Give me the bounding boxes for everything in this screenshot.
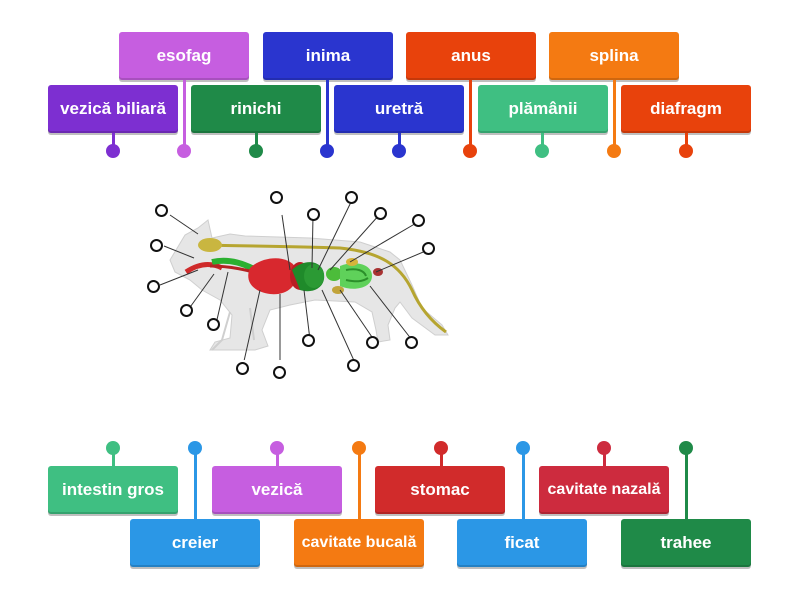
label-text: rinichi bbox=[230, 99, 282, 118]
pin-dot bbox=[597, 441, 611, 455]
pin-dot bbox=[106, 441, 120, 455]
pin-stem bbox=[183, 80, 186, 150]
cat-anatomy-illustration bbox=[159, 199, 449, 360]
label-text: anus bbox=[451, 46, 491, 65]
label-tile-vezica-biliara[interactable]: vezică biliară bbox=[48, 85, 178, 133]
pin-dot bbox=[320, 144, 334, 158]
drop-target[interactable] bbox=[412, 214, 425, 227]
label-tile-splina[interactable]: splina bbox=[549, 32, 679, 80]
drop-target[interactable] bbox=[345, 191, 358, 204]
label-text: splina bbox=[589, 46, 639, 65]
pin-stem bbox=[276, 452, 279, 467]
label-tile-cavitate-nazala[interactable]: cavitate nazală bbox=[539, 466, 669, 514]
label-text: diafragm bbox=[650, 99, 722, 118]
pin-stem bbox=[440, 452, 443, 467]
pin-dot bbox=[270, 441, 284, 455]
label-tile-cavitate-bucala[interactable]: cavitate bucală bbox=[294, 519, 424, 567]
pin-dot bbox=[106, 144, 120, 158]
label-text: uretră bbox=[374, 99, 424, 118]
drop-target[interactable] bbox=[180, 304, 193, 317]
label-tile-trahee[interactable]: trahee bbox=[621, 519, 751, 567]
pin-stem bbox=[685, 452, 688, 520]
pin-dot bbox=[177, 144, 191, 158]
label-text: creier bbox=[171, 533, 219, 552]
pin-dot bbox=[535, 144, 549, 158]
pin-stem bbox=[522, 452, 525, 520]
label-text: plămânii bbox=[508, 99, 578, 118]
drop-target[interactable] bbox=[374, 207, 387, 220]
pin-dot bbox=[249, 144, 263, 158]
label-tile-inima[interactable]: inima bbox=[263, 32, 393, 80]
label-text: stomac bbox=[410, 480, 470, 499]
label-tile-plamanii[interactable]: plămânii bbox=[478, 85, 608, 133]
pin-dot bbox=[463, 144, 477, 158]
label-text: trahee bbox=[660, 533, 712, 552]
label-tile-ficat[interactable]: ficat bbox=[457, 519, 587, 567]
pin-dot bbox=[188, 441, 202, 455]
drop-target[interactable] bbox=[150, 239, 163, 252]
drop-target[interactable] bbox=[270, 191, 283, 204]
label-text: intestin gros bbox=[61, 480, 164, 499]
drop-target[interactable] bbox=[347, 359, 360, 372]
drop-target[interactable] bbox=[366, 336, 379, 349]
label-text: cavitate bucală bbox=[301, 534, 417, 551]
label-tile-rinichi[interactable]: rinichi bbox=[191, 85, 321, 133]
pin-stem bbox=[541, 133, 544, 150]
drop-target[interactable] bbox=[155, 204, 168, 217]
label-tile-intestin-gros[interactable]: intestin gros bbox=[48, 466, 178, 514]
label-tile-creier[interactable]: creier bbox=[130, 519, 260, 567]
pin-dot bbox=[392, 144, 406, 158]
label-tile-vezica[interactable]: vezică bbox=[212, 466, 342, 514]
drop-target[interactable] bbox=[236, 362, 249, 375]
drop-target[interactable] bbox=[302, 334, 315, 347]
pin-stem bbox=[398, 133, 401, 150]
label-text: vezică bbox=[251, 480, 303, 499]
label-tile-uretra[interactable]: uretră bbox=[334, 85, 464, 133]
pin-stem bbox=[685, 133, 688, 150]
pin-dot bbox=[607, 144, 621, 158]
drop-target[interactable] bbox=[147, 280, 160, 293]
label-tile-diafragm[interactable]: diafragm bbox=[621, 85, 751, 133]
pin-stem bbox=[255, 133, 258, 150]
pin-dot bbox=[516, 441, 530, 455]
pin-stem bbox=[358, 452, 361, 520]
drop-target[interactable] bbox=[307, 208, 320, 221]
pin-stem bbox=[326, 80, 329, 150]
pin-dot bbox=[434, 441, 448, 455]
label-text: inima bbox=[305, 46, 351, 65]
label-tile-stomac[interactable]: stomac bbox=[375, 466, 505, 514]
pin-stem bbox=[112, 133, 115, 150]
pin-dot bbox=[352, 441, 366, 455]
pin-stem bbox=[469, 80, 472, 150]
drop-target[interactable] bbox=[422, 242, 435, 255]
drop-target[interactable] bbox=[207, 318, 220, 331]
label-tile-esofag[interactable]: esofag bbox=[119, 32, 249, 80]
pin-dot bbox=[679, 144, 693, 158]
pin-stem bbox=[613, 80, 616, 150]
label-text: vezică biliară bbox=[60, 99, 166, 118]
label-text: ficat bbox=[504, 533, 540, 552]
drop-target[interactable] bbox=[273, 366, 286, 379]
label-tile-anus[interactable]: anus bbox=[406, 32, 536, 80]
pin-stem bbox=[194, 452, 197, 520]
label-text: esofag bbox=[156, 46, 212, 65]
drop-target[interactable] bbox=[405, 336, 418, 349]
pin-dot bbox=[679, 441, 693, 455]
pin-stem bbox=[112, 452, 115, 467]
label-text: cavitate nazală bbox=[547, 481, 661, 498]
pin-stem bbox=[603, 452, 606, 467]
